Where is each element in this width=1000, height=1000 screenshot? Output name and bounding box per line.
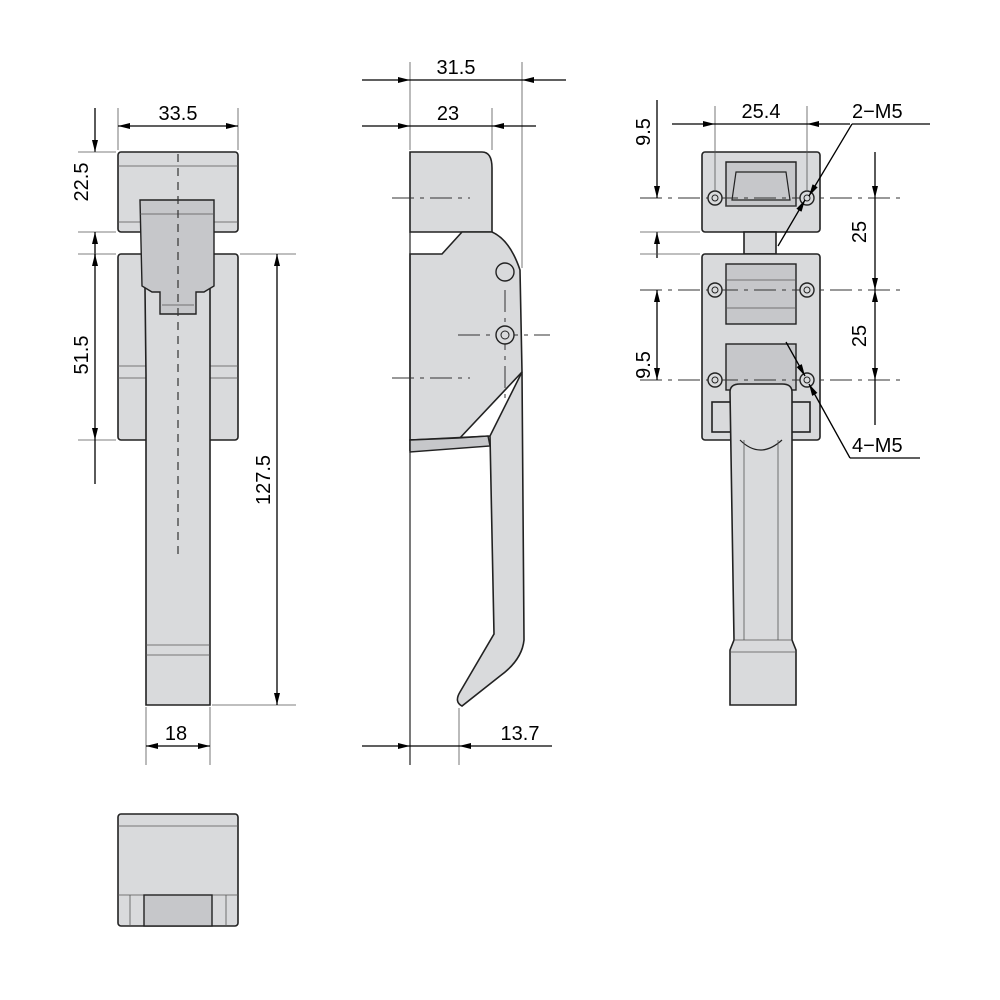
dim-side-handle-offset: 13.7 [501,723,540,745]
dim-back-bottom-offset: 9.5 [633,351,655,379]
side-rivet-hole [495,325,515,345]
side-pivot-hole [495,262,515,282]
side-catch-block [409,151,493,233]
dim-back-spacing-upper: 25 [849,221,871,243]
back-hole-mid-right [799,282,815,298]
strike-tongue [143,894,213,927]
back-neck [743,231,777,255]
side-lever [409,371,525,707]
front-hook [139,199,215,315]
back-hole-lower-right [799,372,815,388]
back-lower-window [725,263,797,325]
dim-front-width: 33.5 [159,103,198,125]
back-hole-mid-left [707,282,723,298]
side-view: 31.5 23 13.7 [362,57,566,765]
back-slot [725,343,797,391]
dim-side-total-width: 31.5 [437,57,476,79]
dim-front-top-height: 22.5 [71,163,93,202]
dim-side-body-width: 23 [437,103,459,125]
dim-back-spacing-lower: 25 [849,325,871,347]
dim-front-handle-width: 18 [165,723,187,745]
back-hole-upper-right [799,190,815,206]
front-view: 33.5 22.5 51.5 127.5 18 [71,103,296,765]
back-hole-upper-left [707,190,723,206]
callout-lower-holes: 4−M5 [852,435,903,457]
side-body [409,231,523,441]
callout-upper-holes: 2−M5 [852,101,903,123]
dim-back-hole-spacing: 25.4 [742,101,781,123]
back-hole-lower-left [707,372,723,388]
strike-plate-view [117,813,239,927]
back-view: 25.4 9.5 9.5 25 25 2−M5 4−M5 [633,100,930,706]
dim-front-total-height: 127.5 [253,455,275,505]
back-handle [729,383,797,706]
dim-back-top-offset: 9.5 [633,118,655,146]
dim-front-body-height: 51.5 [71,336,93,375]
